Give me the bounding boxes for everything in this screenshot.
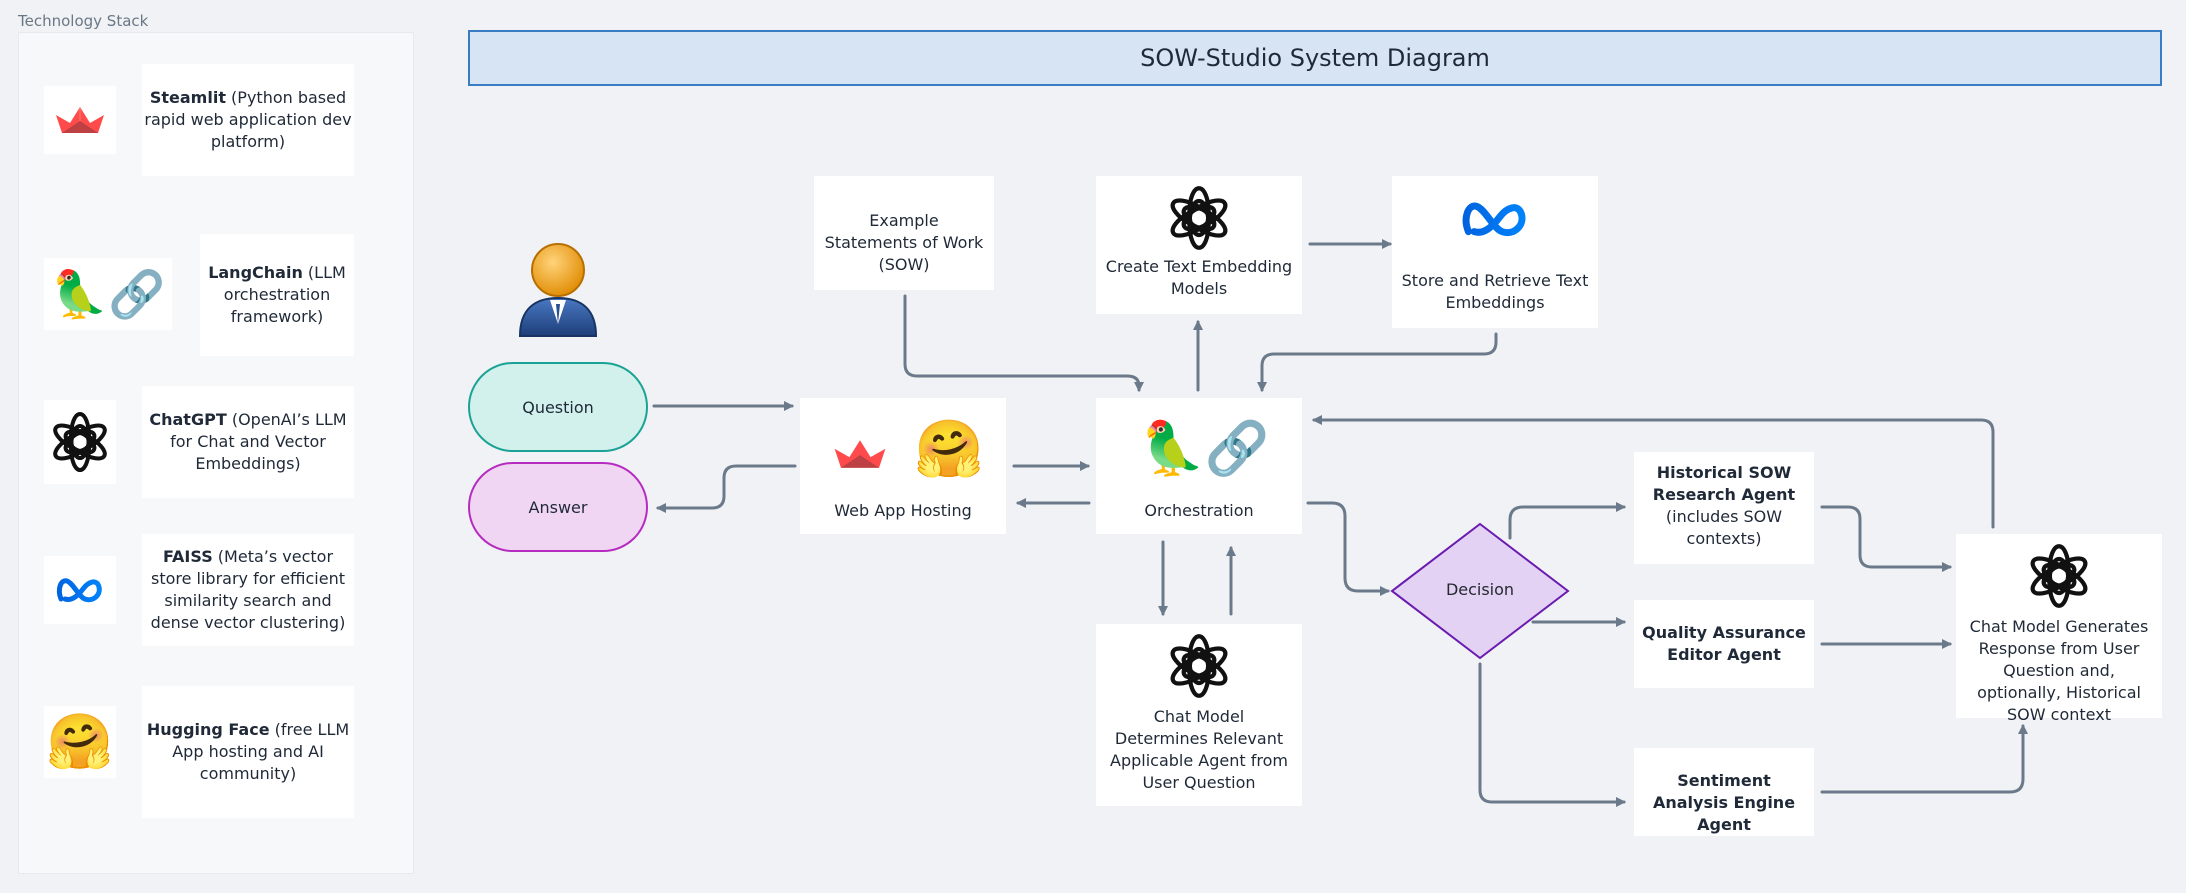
arrow-decision-to-research (1508, 502, 1626, 540)
sentiment-agent-label: Sentiment Analysis Engine Agent (1652, 771, 1796, 834)
arrow-decision-to-sentiment (1478, 662, 1626, 807)
openai-logo-icon (44, 400, 116, 484)
hugging-face-emoji-icon: 🤗 (44, 706, 116, 778)
examples-node: Example Statements of Work (SOW) (814, 176, 994, 290)
question-node: Question (468, 362, 648, 452)
agent-router-node: Chat Model Determines Relevant Applicabl… (1096, 624, 1302, 806)
tech-name: Steamlit (149, 88, 226, 107)
tech-card-langchain: LangChain (LLM orchestration framework) (200, 234, 354, 356)
response-generator-label: Chat Model Generates Response from User … (1969, 617, 2149, 724)
vector-store-node: Store and Retrieve Text Embeddings (1392, 176, 1598, 328)
hugging-face-emoji-icon: 🤗 (914, 417, 984, 482)
tech-desc: (free LLM App hosting and AI community) (172, 720, 350, 783)
tech-name: ChatGPT (149, 410, 227, 429)
openai-logo-icon (1165, 184, 1233, 258)
streamlit-crown-icon (830, 436, 890, 478)
tech-desc: (Python based rapid web application dev … (144, 88, 352, 151)
tech-card-faiss: FAISS (Meta’s vector store library for e… (142, 534, 354, 646)
orchestration-label: Orchestration (1144, 501, 1254, 520)
arrow-sentiment-to-generator (1820, 724, 2028, 794)
arrow-webapp-to-answer (656, 464, 797, 513)
tech-card-hugging-face: Hugging Face (free LLM App hosting and A… (142, 686, 354, 818)
tech-stack-title: Technology Stack (18, 12, 149, 30)
parrot-chain-icon: 🦜🔗 (44, 258, 172, 330)
decision-label: Decision (1445, 580, 1515, 599)
response-generator-node: Chat Model Generates Response from User … (1956, 534, 2162, 724)
agent-router-label: Chat Model Determines Relevant Applicabl… (1110, 707, 1288, 792)
qa-agent-label: Quality Assurance Editor Agent (1642, 623, 1806, 664)
decision-diamond (1390, 522, 1570, 660)
meta-logo-icon (44, 556, 116, 624)
parrot-chain-icon: 🦜🔗 (1140, 419, 1270, 479)
tech-card-streamlit: Steamlit (Python based rapid web applica… (142, 64, 354, 176)
arrow-generator-to-orchestration (1312, 415, 1995, 529)
webapp-label: Web App Hosting (834, 501, 972, 520)
tech-desc: (OpenAI’s LLM for Chat and Vector Embedd… (170, 410, 347, 473)
research-agent-node: Historical SOW Research Agent (includes … (1634, 452, 1814, 564)
diagram-title: SOW-Studio System Diagram (468, 30, 2162, 86)
examples-label: Example Statements of Work (SOW) (824, 211, 984, 274)
meta-logo-icon (1460, 198, 1530, 246)
arrow-orchestration-to-decision (1306, 501, 1390, 596)
streamlit-crown-icon (44, 86, 116, 154)
openai-logo-icon (2025, 542, 2093, 616)
tech-name: FAISS (162, 547, 213, 566)
arrow-store-to-orchestration (1257, 332, 1498, 392)
arrow-examples-to-orchestration (903, 294, 1144, 392)
tech-card-chatgpt: ChatGPT (OpenAI’s LLM for Chat and Vecto… (142, 386, 354, 498)
vector-store-label: Store and Retrieve Text Embeddings (1401, 271, 1589, 312)
tech-name: LangChain (208, 263, 303, 282)
tech-desc: (LLM orchestration framework) (223, 263, 346, 326)
openai-logo-icon (1165, 632, 1233, 706)
arrow-research-to-generator (1820, 505, 1952, 572)
tech-desc: (Meta’s vector store library for efficie… (150, 547, 346, 632)
research-agent-note: (includes SOW contexts) (1665, 507, 1783, 548)
question-label: Question (522, 397, 594, 417)
sentiment-agent-node: Sentiment Analysis Engine Agent (1634, 748, 1814, 836)
embedding-node: Create Text Embedding Models (1096, 176, 1302, 314)
embedding-label: Create Text Embedding Models (1105, 257, 1293, 298)
orchestration-node: 🦜🔗 Orchestration (1096, 398, 1302, 534)
answer-label: Answer (528, 497, 588, 517)
research-agent-label: Historical SOW Research Agent (1652, 463, 1796, 504)
webapp-node: 🤗 Web App Hosting (800, 398, 1006, 534)
answer-node: Answer (468, 462, 648, 552)
tech-name: Hugging Face (146, 720, 270, 739)
user-avatar-icon (514, 240, 602, 340)
qa-agent-node: Quality Assurance Editor Agent (1634, 600, 1814, 688)
